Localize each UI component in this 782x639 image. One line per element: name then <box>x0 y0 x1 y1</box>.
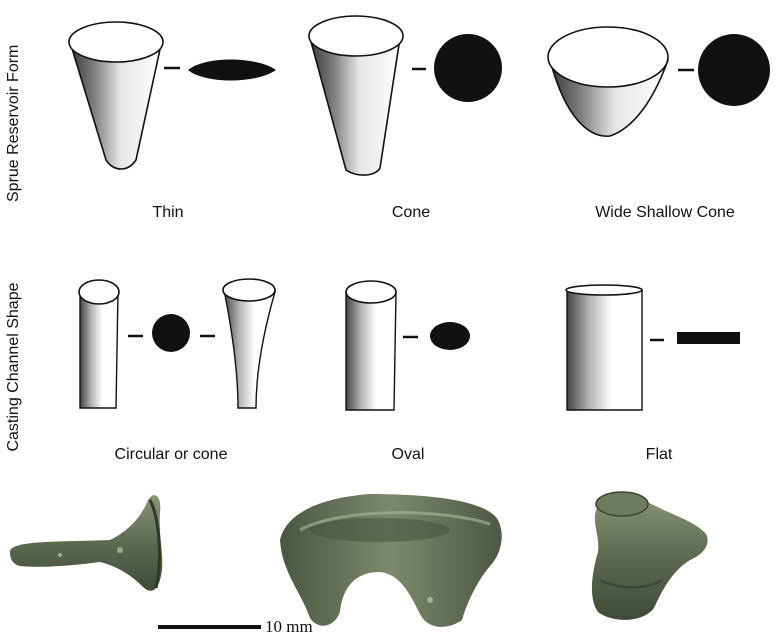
caption-flat: Flat <box>646 446 673 464</box>
scale-bar <box>158 625 261 629</box>
thin-sprue-drawing <box>69 22 163 169</box>
flat-channel-drawing <box>566 285 642 410</box>
cone-section-circle <box>434 34 502 102</box>
row-title-casting-channel-shape: Casting Channel Shape <box>5 281 23 453</box>
cone-sprue-drawing <box>309 16 403 175</box>
row-title-sprue-reservoir-form: Sprue Reservoir Form <box>5 52 23 202</box>
caption-circular-or-cone: Circular or cone <box>115 446 228 464</box>
caption-oval: Oval <box>392 446 425 464</box>
caption-wide-shallow-cone: Wide Shallow Cone <box>595 204 735 222</box>
artifact-photo-right <box>592 492 708 620</box>
oval-section <box>430 322 470 350</box>
scale-bar-label: 10 mm <box>265 617 313 637</box>
circular-section <box>152 314 190 352</box>
oval-channel-drawing <box>346 281 396 410</box>
caption-cone: Cone <box>392 204 430 222</box>
wide-shallow-cone-drawing <box>548 27 668 136</box>
cone-channel-drawing <box>223 279 275 408</box>
artifact-photo-left <box>10 495 162 591</box>
flat-section <box>677 332 740 344</box>
thin-section-lens <box>188 60 276 81</box>
artifact-photo-middle <box>280 494 502 627</box>
circular-channel-drawing <box>79 280 119 408</box>
wide-section-circle <box>698 34 770 106</box>
caption-thin: Thin <box>152 204 183 222</box>
